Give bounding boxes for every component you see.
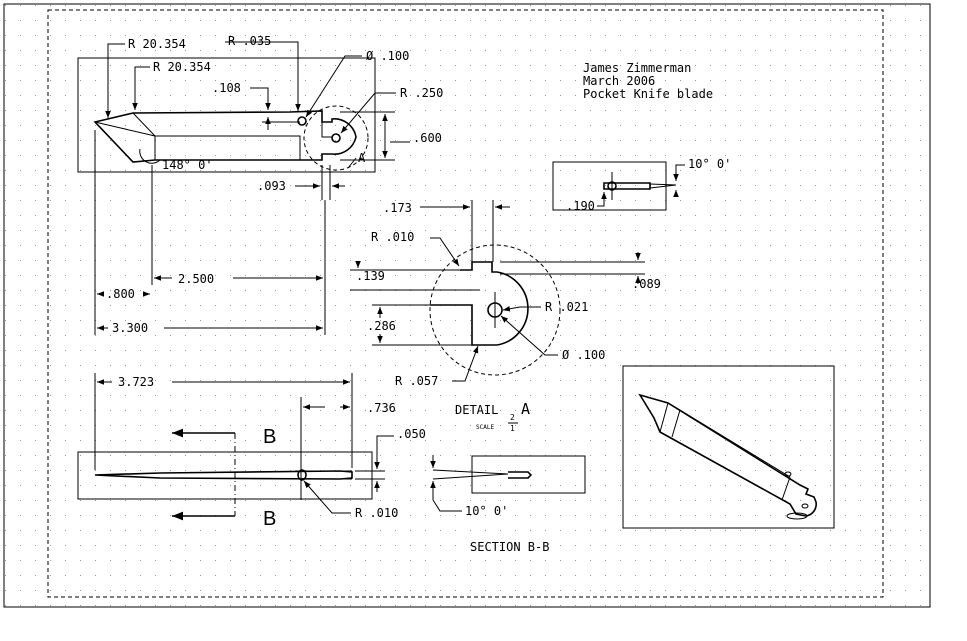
part-name: Pocket Knife blade bbox=[583, 87, 713, 101]
dim-tip-angle: 10° 0' bbox=[465, 504, 508, 518]
dim-radius-057: R .057 bbox=[395, 374, 438, 388]
dim-3300: 3.300 bbox=[112, 321, 148, 335]
detail-boundary-circle bbox=[429, 244, 561, 376]
dim-side-angle: 10° 0' bbox=[688, 157, 731, 171]
pivot-hole bbox=[331, 133, 341, 143]
detail-a-circle bbox=[303, 105, 369, 171]
dim-173: .173 bbox=[383, 201, 412, 215]
main-view-border bbox=[77, 57, 376, 173]
dim-600: .600 bbox=[413, 131, 442, 145]
section-profile bbox=[94, 470, 353, 480]
isometric-view bbox=[622, 365, 835, 529]
title-block: James Zimmerman March 2006 Pocket Knife … bbox=[583, 61, 713, 101]
dim-2500: 2.500 bbox=[178, 272, 214, 286]
dim-286: .286 bbox=[367, 319, 396, 333]
detail-scale-denominator: 1 bbox=[510, 424, 515, 433]
tip-detail-border bbox=[471, 455, 586, 494]
dim-radius-20354-a: R 20.354 bbox=[128, 37, 186, 51]
dim-050: .050 bbox=[397, 427, 426, 441]
section-view-border bbox=[77, 451, 373, 500]
isometric-bevel-lines bbox=[639, 394, 791, 501]
isometric-view-border bbox=[622, 365, 835, 529]
detail-label: DETAIL bbox=[455, 403, 498, 417]
drawing-date: March 2006 bbox=[583, 74, 655, 88]
notch-lines bbox=[321, 122, 332, 138]
dim-108: .108 bbox=[212, 81, 241, 95]
dim-139: .139 bbox=[356, 269, 385, 283]
detail-scale-numerator: 2 bbox=[510, 413, 515, 422]
dim-736: .736 bbox=[367, 401, 396, 415]
outer-frame bbox=[3, 3, 931, 608]
dim-radius-010-detail: R .010 bbox=[371, 230, 414, 244]
blade-outline bbox=[93, 110, 357, 163]
dim-radius-021: R .021 bbox=[545, 300, 588, 314]
dim-radius-010-section: R .010 bbox=[355, 506, 398, 520]
section-view: B B 3.723 .736 .050 R .010 10° 0' SECTIO… bbox=[77, 373, 586, 554]
dim-angle-148: 148° 0' bbox=[162, 158, 213, 172]
angle-arc bbox=[139, 148, 161, 164]
dim-hole-diameter: Ø .100 bbox=[366, 49, 409, 63]
inner-dashed-frame bbox=[47, 9, 884, 598]
pin-hole bbox=[297, 116, 307, 126]
isometric-blade-outline bbox=[638, 393, 817, 517]
side-profile-tip bbox=[649, 183, 677, 189]
section-label: SECTION B-B bbox=[470, 540, 549, 554]
side-view: 10° 0' .190 bbox=[552, 157, 731, 213]
tip-detail-taper bbox=[432, 469, 509, 480]
dim-190: .190 bbox=[566, 199, 595, 213]
cut-letter-bottom: B bbox=[263, 508, 276, 530]
main-view: R 20.354 R 20.354 R .035 Ø .100 .108 R .… bbox=[77, 34, 443, 335]
dim-3723: 3.723 bbox=[118, 375, 154, 389]
detail-label-letter: A bbox=[521, 400, 530, 418]
side-profile-handle bbox=[603, 182, 651, 190]
dim-093: .093 bbox=[257, 179, 286, 193]
author-name: James Zimmerman bbox=[583, 61, 691, 75]
dim-089: .089 bbox=[632, 277, 661, 291]
detail-profile bbox=[430, 261, 529, 346]
dim-radius-250: R .250 bbox=[400, 86, 443, 100]
dim-radius-035: R .035 bbox=[228, 34, 271, 48]
dim-detail-hole-diameter: Ø .100 bbox=[562, 348, 605, 362]
dim-800: .800 bbox=[106, 287, 135, 301]
detail-a-view: .173 R .010 .139 .089 R .021 .286 Ø .100… bbox=[350, 200, 661, 433]
dim-radius-20354-b: R 20.354 bbox=[153, 60, 211, 74]
cut-letter-top: B bbox=[263, 426, 276, 448]
detail-a-tag: A bbox=[358, 151, 366, 165]
edge-line bbox=[94, 121, 156, 137]
tip-detail-end bbox=[508, 471, 533, 479]
detail-scale-word: SCALE bbox=[476, 424, 494, 431]
